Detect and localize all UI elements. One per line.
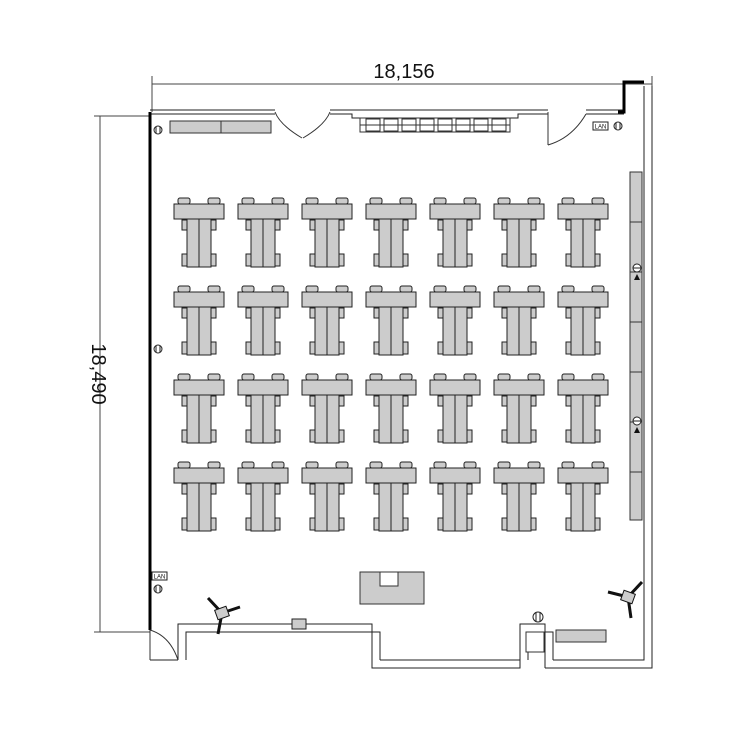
outlet-icon	[153, 121, 642, 623]
right-cabinet	[629, 171, 643, 521]
speaker-body	[620, 589, 636, 605]
desk-cluster	[301, 461, 353, 532]
desk-cluster	[557, 373, 609, 444]
desk-cluster	[237, 285, 289, 356]
teacher-desk	[359, 571, 425, 605]
svg-text:LAN: LAN	[595, 125, 607, 131]
height-dimension-label: 18,490	[87, 343, 109, 404]
desk-cluster	[493, 197, 545, 268]
desk-cluster	[493, 461, 545, 532]
desk-cluster	[173, 197, 225, 268]
desk-cluster	[557, 197, 609, 268]
desk-cluster	[429, 461, 481, 532]
door-bottom-left	[149, 629, 179, 661]
bottom-right-cabinet	[555, 629, 607, 643]
small-box	[525, 631, 545, 653]
desk-cluster	[237, 373, 289, 444]
window-units	[359, 117, 511, 133]
speaker-body	[214, 605, 230, 621]
desk-cluster	[429, 373, 481, 444]
desk-grid	[173, 197, 609, 532]
dimension-height	[94, 115, 150, 633]
room-walls	[150, 86, 653, 669]
desk-cluster	[365, 461, 417, 532]
door-top-right	[547, 112, 587, 146]
width-dimension-label: 18,156	[373, 61, 434, 83]
desk-cluster	[301, 285, 353, 356]
desk-cluster	[493, 285, 545, 356]
desk-cluster	[557, 461, 609, 532]
desk-cluster	[429, 197, 481, 268]
desk-cluster	[429, 285, 481, 356]
door-top-double	[274, 111, 331, 139]
desk-cluster	[173, 373, 225, 444]
desk-cluster	[237, 197, 289, 268]
lan-outlet-top: LAN	[592, 121, 609, 131]
desk-cluster	[365, 373, 417, 444]
desk-cluster	[173, 285, 225, 356]
desk-cluster	[237, 461, 289, 532]
desk-cluster	[365, 197, 417, 268]
desk-cluster	[557, 285, 609, 356]
lan-outlet-left: LAN	[151, 571, 168, 581]
desk-cluster	[301, 197, 353, 268]
desk-cluster	[173, 461, 225, 532]
top-cabinet	[169, 120, 272, 134]
desk-cluster	[301, 373, 353, 444]
svg-text:LAN: LAN	[154, 575, 166, 581]
corner-column	[618, 80, 644, 114]
triangle-marker-icon	[634, 274, 640, 433]
desk-cluster	[365, 285, 417, 356]
desk-cluster	[493, 373, 545, 444]
